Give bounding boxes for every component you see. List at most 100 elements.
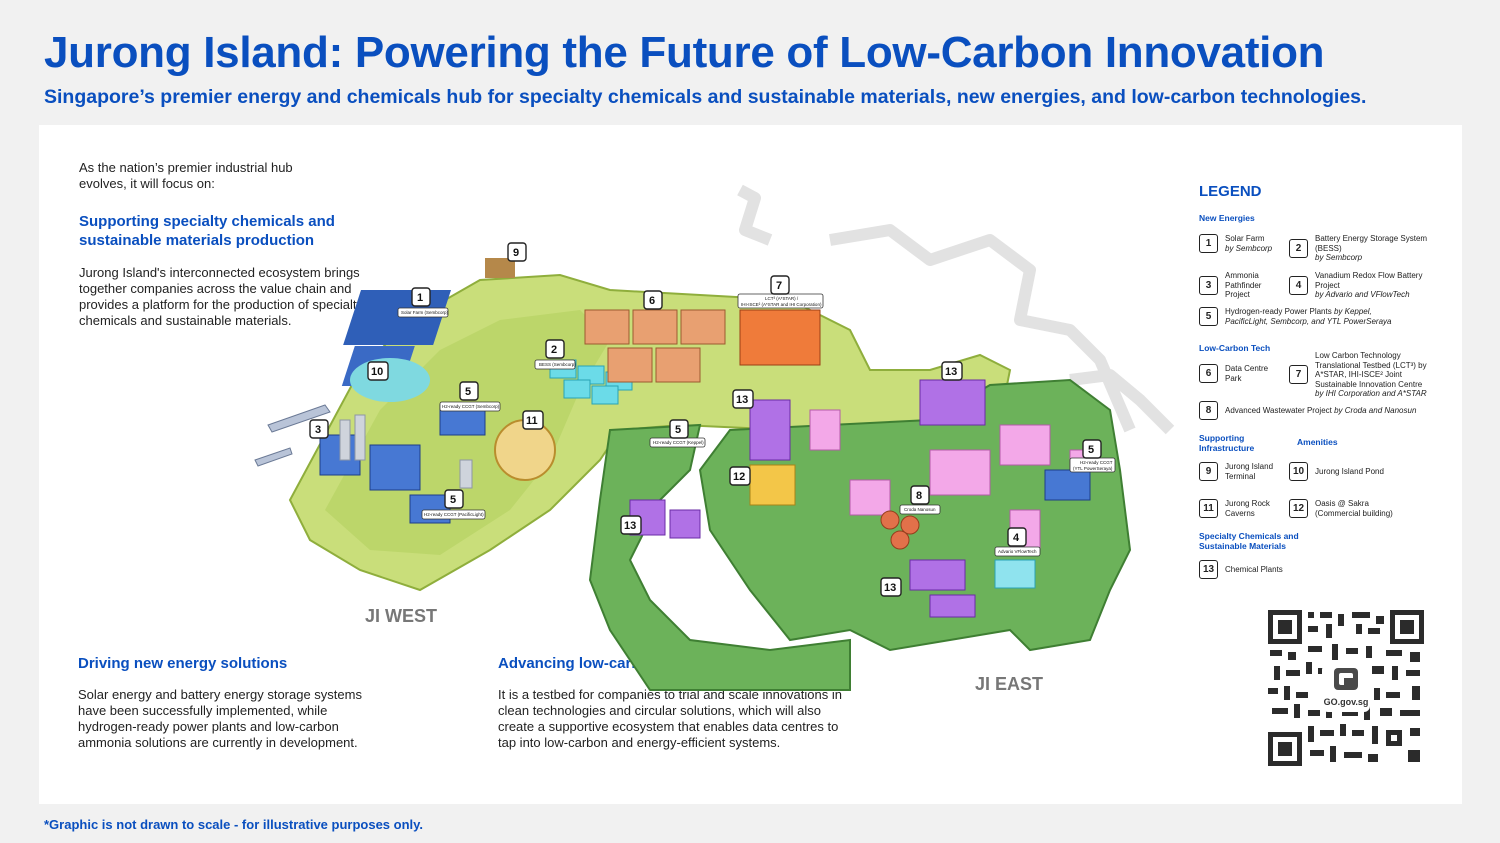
svg-text:5: 5 [450, 494, 456, 506]
svg-text:13: 13 [624, 520, 636, 532]
legend-by: by Advario and VFlowTech [1315, 290, 1410, 299]
badge-5a: 5 [459, 381, 479, 401]
tag-lct: LCT³ (A*STAR) / IHI-ISCE² (A*STAR and IH… [737, 293, 824, 309]
svg-text:5: 5 [675, 424, 681, 436]
svg-text:Croda Nanosun: Croda Nanosun [904, 507, 936, 512]
tag-ccgt-keppel: H2-ready CCGT (Keppel) [649, 437, 706, 448]
legend-num: 8 [1199, 401, 1218, 420]
legend-title: LEGEND [1199, 183, 1262, 200]
svg-text:BESS (Sembcorp): BESS (Sembcorp) [539, 362, 576, 367]
badge-11: 11 [522, 410, 544, 430]
legend-text: Jurong Island Terminal [1225, 462, 1274, 481]
svg-text:H2-ready CCGT (Sembcorp): H2-ready CCGT (Sembcorp) [442, 404, 500, 409]
section-energy-heading: Driving new energy solutions [78, 655, 288, 672]
legend-by: by Keppel, PacificLight, Sembcorp, and Y… [1225, 307, 1392, 326]
svg-text:4: 4 [1013, 532, 1020, 544]
svg-text:Advario VFlowTech: Advario VFlowTech [998, 549, 1037, 554]
svg-text:10: 10 [371, 366, 383, 378]
legend-text: Jurong Rock Caverns [1225, 499, 1270, 518]
data-centre-park [584, 309, 726, 383]
svg-text:(YTL PowerSeraya): (YTL PowerSeraya) [1073, 466, 1113, 471]
lct-building [739, 309, 821, 366]
badge-5c: 5 [444, 489, 464, 509]
legend-text: Jurong Island Pond [1315, 466, 1384, 476]
legend-num: 10 [1289, 462, 1308, 481]
badge-8: 8 [910, 485, 930, 505]
svg-text:3: 3 [315, 424, 321, 436]
legend-group-specialty: Specialty Chemicals and Sustainable Mate… [1199, 531, 1299, 551]
pond [350, 358, 430, 402]
east-ccgt [1044, 469, 1091, 501]
ships [254, 404, 331, 467]
legend-item-8: 8 Advanced Wastewater Project by Croda a… [1199, 401, 1434, 420]
tag-ccgt-pacificlight: H2-ready CCGT (PacificLight) [421, 509, 486, 520]
footnote: *Graphic is not drawn to scale - for ill… [44, 817, 424, 832]
legend-by: by IHI Corporation and A*STAR [1315, 389, 1427, 398]
legend-item-3: 3 Ammonia Pathfinder Project [1199, 271, 1284, 300]
badge-13a: 13 [941, 361, 963, 381]
legend-num: 9 [1199, 462, 1218, 481]
svg-text:13: 13 [945, 366, 957, 378]
oasis-building [749, 464, 796, 506]
legend-text: Ammonia Pathfinder Project [1225, 271, 1262, 299]
region-ji-east: JI EAST [975, 674, 1043, 694]
legend-item-11: 11 Jurong Rock Caverns [1199, 499, 1284, 518]
tag-croda: Croda Nanosun [899, 504, 941, 515]
legend-text: Low Carbon Technology Translational Test… [1315, 351, 1427, 389]
svg-text:5: 5 [1088, 444, 1094, 456]
svg-text:6: 6 [649, 295, 655, 307]
legend-text: Vanadium Redox Flow Battery Project [1315, 271, 1423, 290]
terminal [485, 258, 515, 278]
svg-text:9: 9 [513, 247, 519, 259]
qr-code[interactable]: GO.gov.sg [1268, 610, 1424, 766]
svg-text:7: 7 [776, 280, 782, 292]
svg-text:11: 11 [526, 415, 538, 427]
section-energy-body: Solar energy and battery energy storage … [78, 687, 362, 750]
legend-text: Hydrogen-ready Power Plants [1225, 307, 1332, 316]
central-strip [588, 423, 851, 691]
section-specialty-body: Jurong Island's interconnected ecosystem… [79, 265, 363, 328]
legend-num: 3 [1199, 275, 1218, 295]
page-subtitle: Singapore’s premier energy and chemicals… [44, 86, 1367, 108]
legend-num: 4 [1289, 275, 1308, 295]
badge-1: 1 [411, 287, 431, 307]
legend-num: 13 [1199, 560, 1218, 579]
west-storage-tanks [339, 414, 473, 489]
legend-item-5: 5 Hydrogen-ready Power Plants by Keppel,… [1199, 307, 1429, 326]
qr-code-label: GO.gov.sg [1324, 697, 1369, 707]
badge-12: 12 [729, 466, 751, 486]
legend-num: 1 [1199, 234, 1218, 253]
badge-13d: 13 [880, 577, 902, 597]
legend-num: 11 [1199, 499, 1218, 518]
badge-5b: 5 [669, 419, 689, 439]
badge-2: 2 [545, 339, 565, 359]
svg-text:12: 12 [733, 471, 745, 483]
badge-3: 3 [309, 419, 329, 439]
legend-num: 2 [1289, 238, 1308, 258]
legend-item-2: 2 Battery Energy Storage System (BESS)by… [1289, 234, 1429, 263]
region-ji-west: JI WEST [365, 606, 437, 626]
badge-6: 6 [643, 290, 663, 310]
svg-text:H2-ready CCGT: H2-ready CCGT [1080, 460, 1113, 465]
island-map-svg: JI WEST JI EAST Solar Farm (Sembcorp) BE… [254, 184, 1175, 694]
svg-text:Solar Farm (Sembcorp): Solar Farm (Sembcorp) [401, 310, 449, 315]
svg-text:H2-ready CCGT (Keppel): H2-ready CCGT (Keppel) [653, 440, 704, 445]
badge-7: 7 [770, 275, 790, 295]
legend-num: 7 [1289, 365, 1308, 385]
tag-ccgt-sembcorp: H2-ready CCGT (Sembcorp) [439, 401, 501, 412]
legend-item-9: 9 Jurong Island Terminal [1199, 462, 1284, 481]
svg-text:5: 5 [465, 386, 471, 398]
legend-num: 12 [1289, 499, 1308, 518]
island-map: JI WEST JI EAST Solar Farm (Sembcorp) BE… [230, 170, 1190, 730]
legend-text: Advanced Wastewater Project [1225, 405, 1332, 415]
svg-text:H2-ready CCGT (PacificLight): H2-ready CCGT (PacificLight) [424, 512, 484, 517]
legend-text: Data Centre Park [1225, 364, 1269, 383]
section-specialty-heading: Supporting specialty chemicals and susta… [79, 213, 335, 249]
legend-by: by Sembcorp [1225, 243, 1273, 253]
svg-text:8: 8 [916, 490, 922, 502]
tag-advario: Advario VFlowTech [994, 546, 1041, 557]
badge-10: 10 [367, 361, 389, 381]
svg-text:13: 13 [884, 582, 896, 594]
